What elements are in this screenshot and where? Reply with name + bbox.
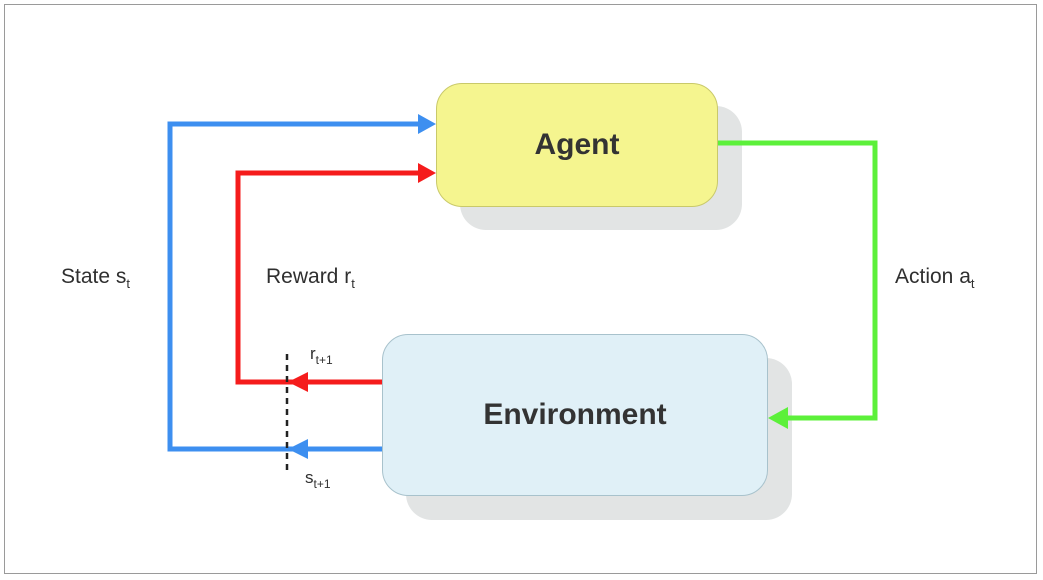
environment-box: Environment — [382, 334, 768, 496]
state-arrowhead-left — [288, 439, 308, 459]
environment-label: Environment — [483, 398, 667, 431]
state-label: State st — [61, 265, 130, 291]
action-arrow — [718, 140, 878, 421]
reward-arrowhead-agent — [418, 163, 436, 183]
action-label: Action at — [895, 265, 975, 291]
state-arrowhead-agent — [418, 114, 436, 134]
reward-arrow — [235, 170, 422, 385]
next-reward-label: rt+1 — [310, 344, 333, 367]
agent-label: Agent — [534, 128, 620, 161]
agent-box: Agent — [436, 83, 718, 207]
state-arrow — [167, 121, 422, 452]
diagram-frame — [4, 4, 1037, 574]
reward-arrowhead-left — [288, 372, 308, 392]
reward-label: Reward rt — [266, 265, 355, 291]
action-arrowhead-environment — [768, 407, 788, 429]
next-state-label: st+1 — [305, 468, 331, 491]
